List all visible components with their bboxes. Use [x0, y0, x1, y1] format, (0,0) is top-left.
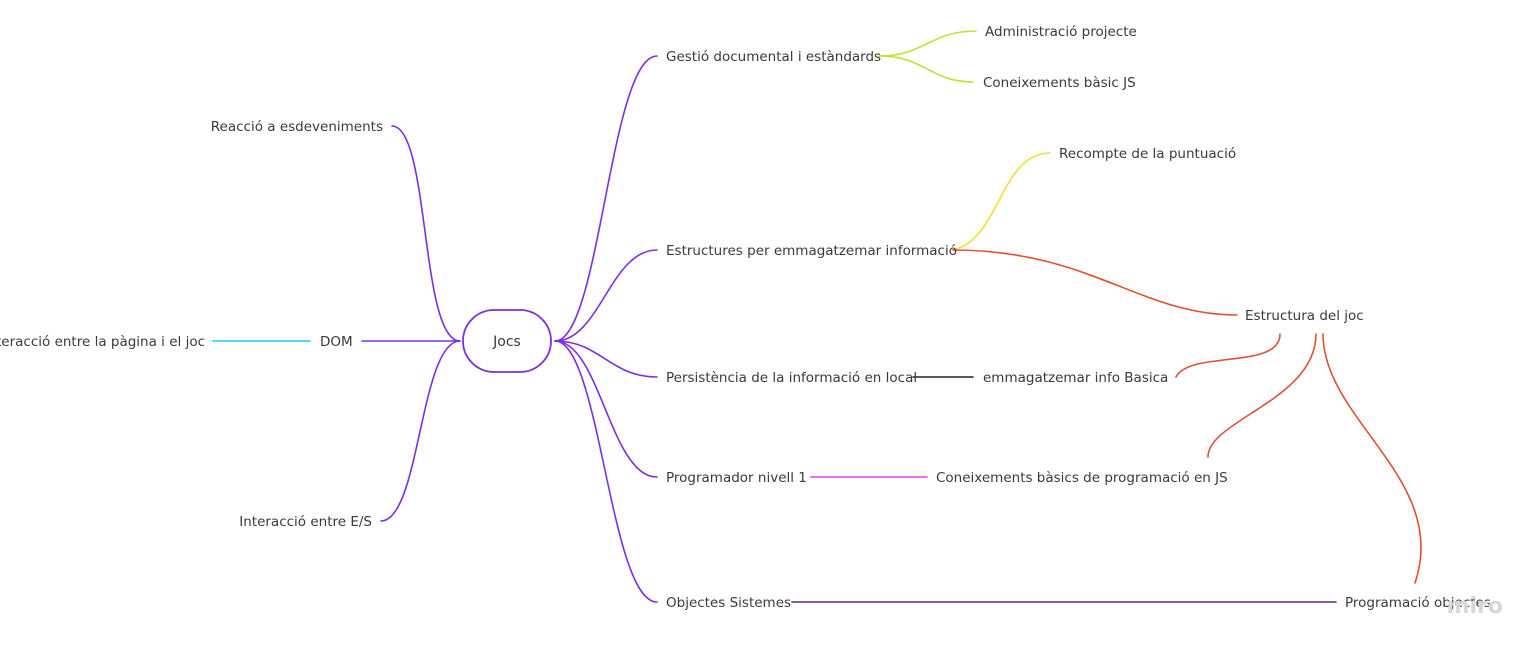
- edges: [212, 30, 1422, 603]
- node-coneix-js[interactable]: Coneixements bàsic JS: [983, 75, 1136, 91]
- edge-estructura-joc-coneix-prog: [1207, 333, 1317, 458]
- edge-gestio-coneix-js: [878, 55, 974, 83]
- root-node-box: [462, 309, 552, 373]
- node-estructura-joc[interactable]: Estructura del joc: [1245, 308, 1364, 324]
- node-programador[interactable]: Programador nivell 1: [666, 470, 807, 486]
- node-coneix-prog[interactable]: Coneixements bàsics de programació en JS: [936, 470, 1228, 486]
- node-recompte[interactable]: Recompte de la puntuació: [1059, 146, 1236, 162]
- node-emmagatzemar[interactable]: emmagatzemar info Basica: [983, 370, 1168, 386]
- node-objectes[interactable]: Objectes Sistemes: [666, 595, 791, 611]
- root-node-label: Jocs: [492, 334, 521, 350]
- edge-root-persistencia: [554, 340, 658, 378]
- root-node[interactable]: Jocs: [462, 309, 552, 373]
- node-interaccio-es[interactable]: Interacció entre E/S: [239, 514, 372, 530]
- edge-estructures-recompte: [952, 152, 1051, 251]
- edge-root-programador: [554, 340, 658, 478]
- edge-gestio-admin: [878, 30, 977, 57]
- edge-root-interaccio-es: [380, 340, 461, 522]
- node-gestio[interactable]: Gestió documental i estàndards: [666, 49, 881, 65]
- edge-root-gestio: [554, 55, 658, 342]
- edge-root-objectes: [554, 340, 658, 603]
- node-estructures[interactable]: Estructures per emmagatzemar informació: [666, 243, 957, 259]
- node-dom[interactable]: DOM: [320, 334, 353, 350]
- edge-root-reaccio: [391, 125, 461, 342]
- edge-estructures-estructura-joc: [952, 249, 1238, 316]
- edge-estructura-joc-prog-objectes: [1322, 333, 1422, 584]
- node-admin[interactable]: Administració projecte: [985, 24, 1137, 40]
- node-interaccio-pagina[interactable]: Interacció entre la pàgina i el joc: [0, 334, 205, 350]
- node-reaccio[interactable]: Reacció a esdeveniments: [211, 119, 383, 135]
- miro-watermark: miro: [1447, 594, 1503, 619]
- node-labels: Gestió documental i estàndards Administr…: [0, 24, 1491, 611]
- edge-estructura-joc-emmagatzemar: [1175, 333, 1281, 378]
- node-persistencia[interactable]: Persistència de la informació en local: [666, 370, 917, 386]
- node-prog-objectes[interactable]: Programació objectes: [1345, 595, 1491, 611]
- edge-root-estructures: [554, 249, 658, 342]
